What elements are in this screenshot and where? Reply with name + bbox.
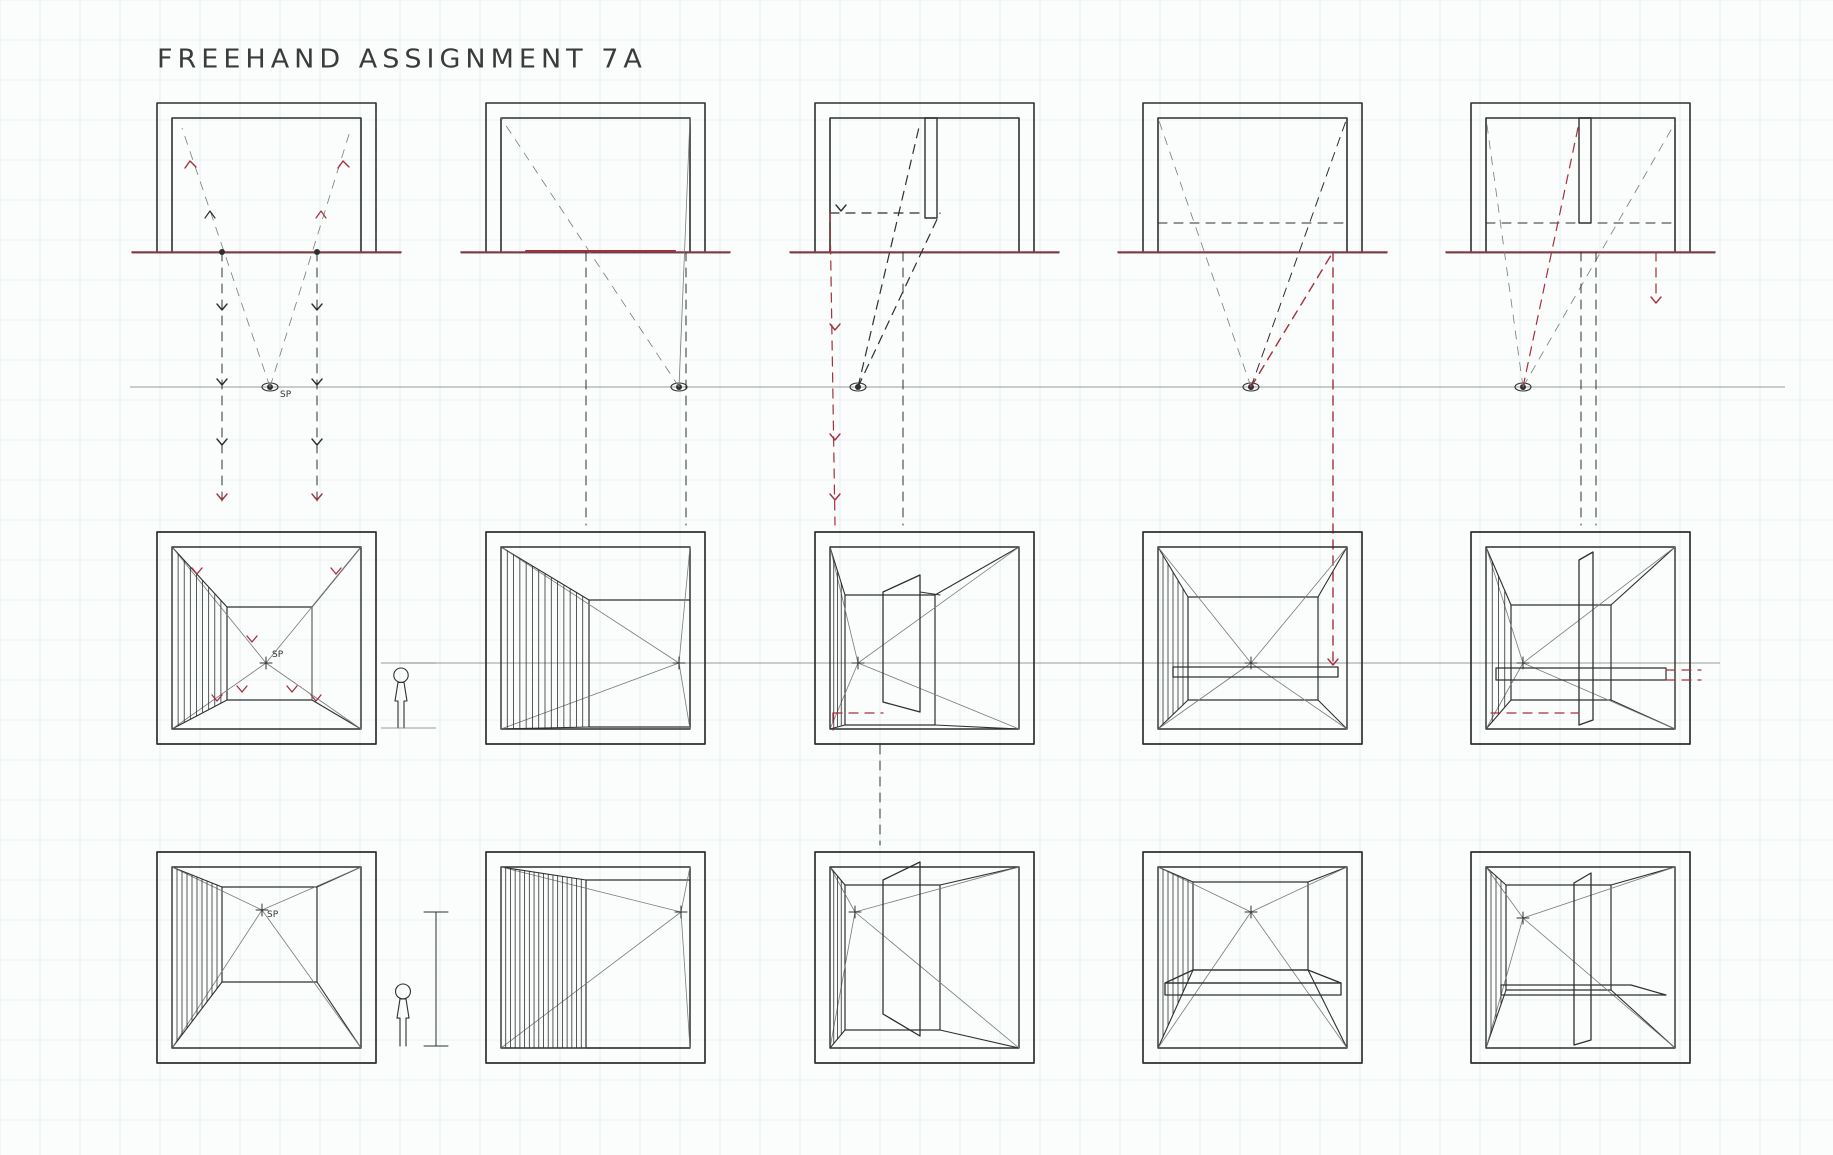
sheet-title: FREEHAND ASSIGNMENT 7A xyxy=(157,44,647,75)
chevron-down-icon xyxy=(829,433,841,441)
plan-5-rays xyxy=(1485,117,1676,526)
crosshair-icon xyxy=(1516,656,1530,670)
plan-view-1 xyxy=(131,102,402,254)
plan-1-rays: SP xyxy=(181,127,352,506)
plan-view-5 xyxy=(1445,102,1716,254)
crosshair-icon xyxy=(255,903,269,917)
perspective-3a xyxy=(814,531,1035,745)
plan-view-4 xyxy=(1117,102,1388,254)
crosshair-icon xyxy=(1516,911,1530,925)
perspective-2a xyxy=(485,531,706,745)
chevron-down-icon xyxy=(311,438,323,446)
crosshair-icon xyxy=(1244,905,1258,919)
person-icon xyxy=(393,667,409,729)
chevron-down-icon xyxy=(311,303,323,311)
chevron-down-icon xyxy=(311,493,323,501)
sp-label: SP xyxy=(267,910,279,920)
chevron-down-icon xyxy=(829,493,841,501)
sp-label: SP xyxy=(280,390,292,400)
crosshair-icon xyxy=(672,656,686,670)
perspective-4b xyxy=(1142,851,1363,1064)
crosshair-icon xyxy=(674,905,688,919)
chevron-down-icon xyxy=(829,323,841,331)
chevron-down-icon xyxy=(1650,296,1662,304)
perspective-1b: SP xyxy=(156,851,449,1064)
chevron-down-icon xyxy=(1327,658,1339,666)
perspective-2b xyxy=(485,851,706,1064)
sp-label: SP xyxy=(272,650,284,660)
plan-3-rays xyxy=(829,117,941,846)
perspective-4a xyxy=(1142,531,1363,745)
perspective-row-2: SP xyxy=(156,851,1691,1064)
plan-4-rays xyxy=(1157,117,1348,666)
perspective-3b xyxy=(814,851,1035,1064)
plan-2-rays xyxy=(500,117,691,526)
chevron-down-icon xyxy=(216,438,228,446)
chevron-down-icon xyxy=(311,378,323,386)
chevron-down-icon xyxy=(216,493,228,501)
crosshair-icon xyxy=(259,656,273,670)
chevron-down-icon xyxy=(835,204,847,212)
chevron-down-icon xyxy=(216,303,228,311)
crosshair-icon xyxy=(848,905,862,919)
crosshair-icon xyxy=(851,656,865,670)
perspective-5b xyxy=(1470,851,1691,1064)
perspective-5a xyxy=(1470,531,1702,745)
perspective-row-1: SP xyxy=(156,531,1702,745)
person-icon xyxy=(395,983,411,1047)
chevron-down-icon xyxy=(216,378,228,386)
perspective-1a: SP xyxy=(156,531,436,745)
